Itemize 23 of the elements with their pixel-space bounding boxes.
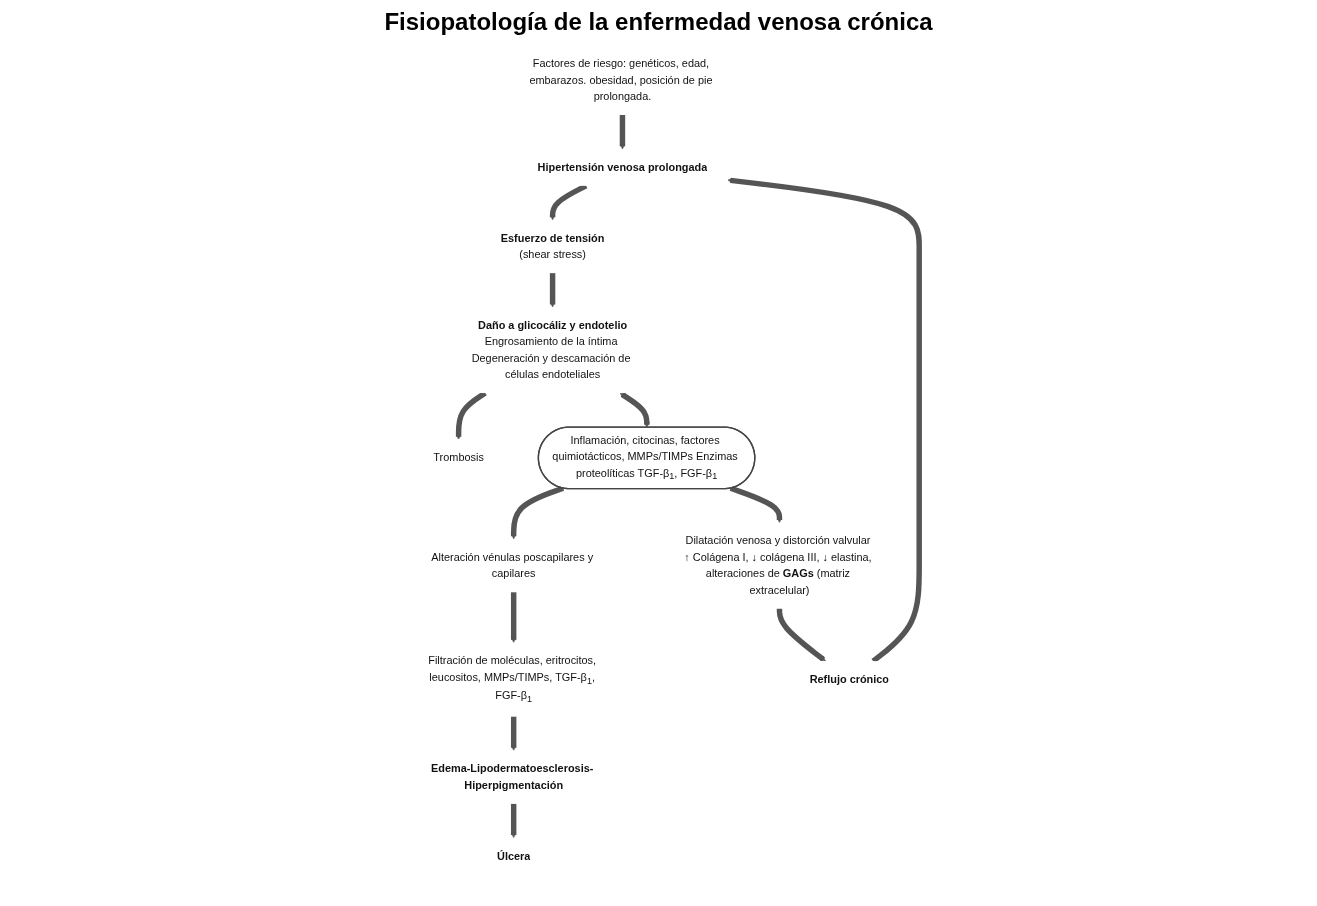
node-text: Daño a glicocáliz y endotelio Engrosamiento de la íntima Degeneración y descamación de células endoteliales [471, 319, 631, 381]
node-text: Hipertensión venosa prolongada [537, 161, 708, 173]
node-text: Reflujo crónico [809, 673, 890, 685]
node-text: Dilatación venosa y distorción valvular ↑ Colágena I, ↓ colágena III, ↓ elastina, alteraciones de GAGs (matriz extracelular) [684, 534, 872, 596]
arrow [549, 183, 588, 221]
arrow [776, 608, 826, 662]
node-text: Edema-Lipodermatoesclerosis- Hiperpigmentación [430, 762, 594, 791]
node-text: Esfuerzo de tensión (shear stress) [500, 232, 605, 261]
arrow [510, 485, 565, 540]
diagram-title: Fisiopatología de la enfermedad venosa crónica [384, 8, 933, 36]
arrow [727, 177, 922, 664]
node-text: Factores de riesgo: genéticos, edad, embarazos. obesidad, posición de pie prolongada. [529, 57, 713, 103]
arrow [619, 114, 626, 150]
node-text: Alteración vénulas poscapilares y capilares [431, 551, 594, 580]
arrow [510, 803, 517, 838]
arrow [510, 716, 517, 751]
node-text: Filtración de moléculas, eritrocitos, leucositos, MMPs/TIMPs, TGF-β$_{1}$, FGF-β$_{1}$ [428, 654, 597, 705]
arrow [729, 485, 783, 523]
node-text: Trombosis [433, 451, 484, 464]
arrow [549, 273, 556, 308]
node-text: Úlcera [497, 850, 531, 862]
arrow [510, 592, 517, 643]
arrow [619, 392, 650, 428]
